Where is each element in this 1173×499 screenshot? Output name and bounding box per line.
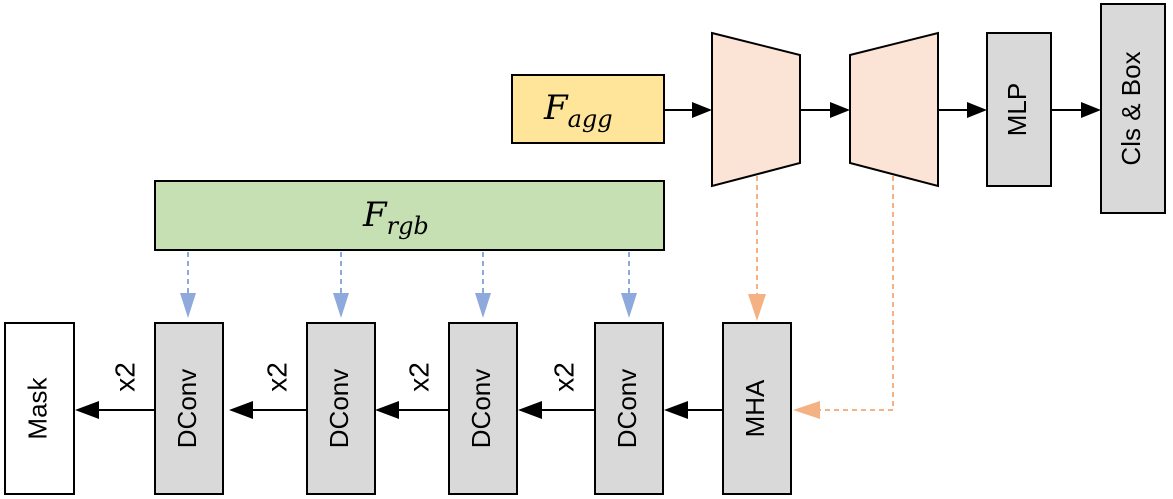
feature-arrow-4 bbox=[621, 252, 637, 318]
f-agg-block: Fagg bbox=[511, 74, 665, 144]
feature-arrow-3 bbox=[475, 252, 491, 318]
dconv-label: DConv bbox=[612, 369, 642, 448]
f-rgb-block: Frgb bbox=[154, 180, 665, 251]
arrow-mha-to-dconv bbox=[664, 401, 723, 419]
mlp-label: MLP bbox=[1002, 83, 1032, 136]
attention-arrow-encoder1-to-mha bbox=[748, 176, 766, 321]
encoder-trapezoid-1 bbox=[711, 31, 801, 188]
feature-arrow-1 bbox=[180, 252, 196, 318]
dconv-label: DConv bbox=[172, 369, 202, 448]
mha-label: MHA bbox=[740, 379, 770, 437]
mask-block: Mask bbox=[4, 322, 75, 495]
dconv-block-4: DConv bbox=[594, 322, 664, 495]
dconv-block-3: DConv bbox=[448, 322, 518, 495]
upsample-arrow-4: x2 bbox=[518, 362, 595, 419]
f-agg-label: Fagg bbox=[543, 88, 613, 133]
upsample-label: x2 bbox=[548, 362, 579, 392]
upsample-label: x2 bbox=[261, 362, 292, 392]
upsample-arrow-3: x2 bbox=[375, 362, 449, 419]
cls-box-label: Cls & Box bbox=[1116, 51, 1146, 165]
attention-arrow-encoder2-to-mha bbox=[793, 176, 894, 419]
arrow-mlp-to-cls-box bbox=[1051, 102, 1101, 118]
feature-arrow-2 bbox=[333, 252, 349, 318]
upsample-arrow-1: x2 bbox=[75, 362, 155, 419]
dconv-block-1: DConv bbox=[154, 322, 224, 495]
arrow-encoder1-to-encoder2 bbox=[800, 102, 850, 118]
upsample-label: x2 bbox=[403, 362, 434, 392]
f-rgb-label: Frgb bbox=[362, 195, 429, 240]
dconv-label: DConv bbox=[324, 369, 354, 448]
mha-block: MHA bbox=[722, 322, 792, 495]
encoder-trapezoid-2 bbox=[849, 31, 939, 188]
dconv-label: DConv bbox=[466, 369, 496, 448]
dconv-block-2: DConv bbox=[306, 322, 376, 495]
mask-label: Mask bbox=[22, 376, 52, 439]
mlp-block: MLP bbox=[986, 32, 1052, 187]
upsample-arrow-2: x2 bbox=[229, 362, 307, 419]
arrow-encoder2-to-mlp bbox=[938, 102, 987, 118]
cls-box-block: Cls & Box bbox=[1100, 3, 1166, 214]
arrow-fagg-to-encoder bbox=[664, 102, 712, 118]
upsample-label: x2 bbox=[109, 362, 140, 392]
